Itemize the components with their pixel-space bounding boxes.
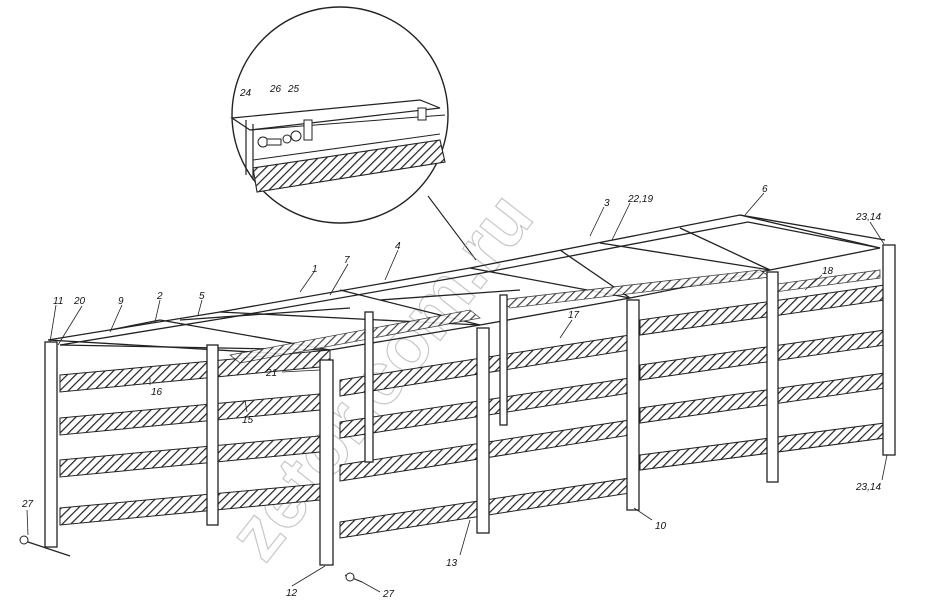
callout-4: 4 bbox=[395, 241, 401, 252]
detail-leader-line bbox=[427, 195, 477, 261]
callout-16: 16 bbox=[151, 387, 163, 398]
callout-24: 24 bbox=[239, 88, 252, 99]
callout-10: 10 bbox=[655, 521, 667, 532]
callout-20: 20 bbox=[73, 296, 86, 307]
callout-11: 11 bbox=[53, 296, 63, 307]
callout-23-14-bottom: 23,14 bbox=[855, 482, 881, 493]
callout-1: 1 bbox=[312, 264, 318, 275]
callout-5: 5 bbox=[199, 291, 205, 302]
callout-3: 3 bbox=[604, 198, 610, 209]
leader-lines bbox=[26, 192, 888, 593]
detail-view-circle bbox=[230, 6, 449, 224]
far-side-boards bbox=[229, 269, 881, 364]
rear-side-boards bbox=[639, 284, 886, 471]
front-side-boards bbox=[59, 349, 331, 526]
callout-22-19: 22,19 bbox=[627, 194, 653, 205]
callout-18: 18 bbox=[822, 266, 834, 277]
bolt-27-bottom bbox=[344, 572, 363, 583]
callout-25: 25 bbox=[287, 84, 300, 95]
callout-6: 6 bbox=[762, 184, 768, 195]
bolt-27-left bbox=[19, 535, 71, 557]
callout-27-left: 27 bbox=[21, 499, 34, 510]
posts bbox=[44, 244, 896, 566]
callout-labels: 1 2 3 4 5 6 7 9 10 11 12 13 15 16 17 18 … bbox=[21, 84, 881, 600]
callout-15: 15 bbox=[242, 415, 254, 426]
callout-27-bottom: 27 bbox=[382, 589, 395, 600]
callout-2: 2 bbox=[156, 291, 163, 302]
callout-7: 7 bbox=[344, 255, 350, 266]
callout-9: 9 bbox=[118, 296, 124, 307]
callout-21: 21 bbox=[265, 368, 277, 379]
callout-12: 12 bbox=[286, 588, 298, 599]
callout-17: 17 bbox=[568, 310, 580, 321]
callout-26: 26 bbox=[269, 84, 282, 95]
callout-23-14-top: 23,14 bbox=[855, 212, 881, 223]
callout-13: 13 bbox=[446, 558, 458, 569]
